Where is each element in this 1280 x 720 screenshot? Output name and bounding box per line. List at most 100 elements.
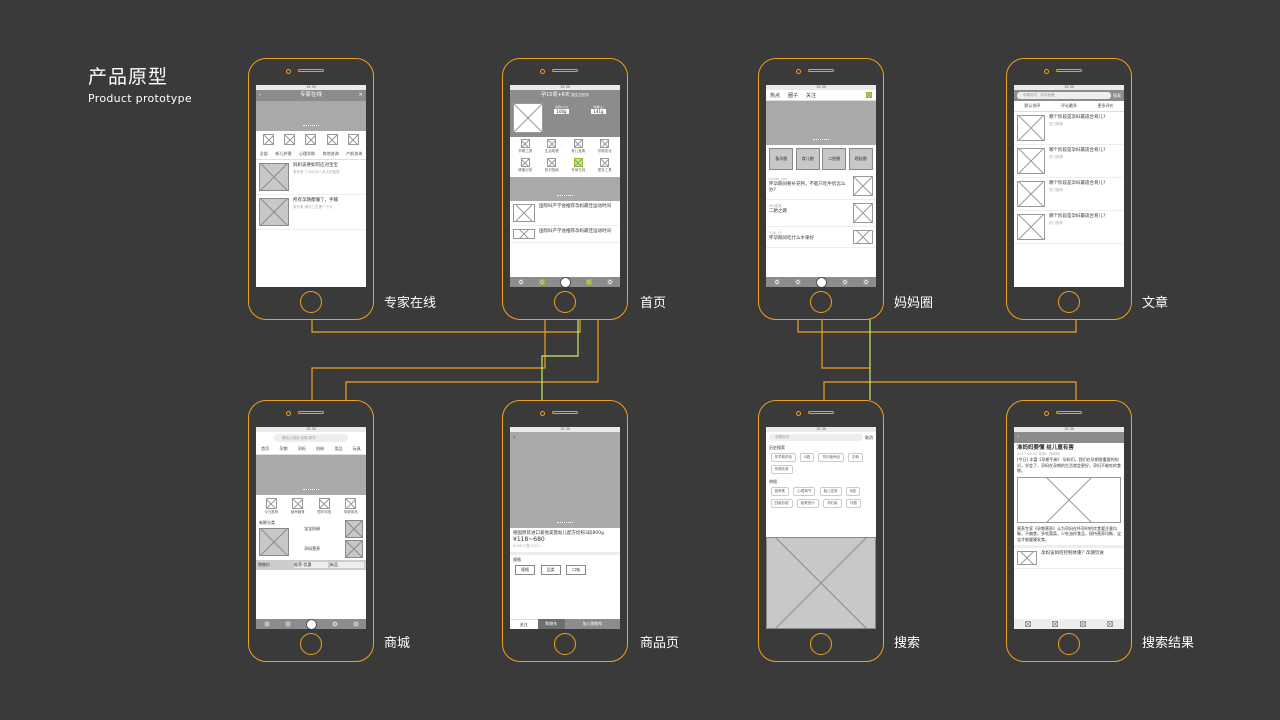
tab-profile-icon[interactable] [862, 279, 869, 285]
category-icon-1[interactable] [260, 134, 278, 146]
search-input[interactable]: 孕期知识、妈妈秘籍 [1017, 92, 1111, 99]
category-icon-3[interactable] [302, 134, 320, 146]
tab-home-icon[interactable] [517, 279, 524, 285]
filter-price[interactable]: 销售价 [258, 562, 270, 567]
follow-button[interactable]: 关注 [510, 619, 538, 629]
close-icon[interactable]: × [358, 92, 363, 98]
goods-card[interactable]: 新鲜分类 [259, 520, 301, 558]
tab-profile-icon[interactable] [606, 279, 613, 285]
back-icon[interactable]: ‹ [513, 434, 516, 441]
news-item[interactable]: 国际妇产学会推荐孕妈最佳运动时间 [510, 201, 620, 226]
filter-recommend[interactable]: 推荐-优惠 [294, 562, 328, 568]
tab-mall-icon[interactable] [841, 279, 848, 285]
tool-icon[interactable]: 生活助理 [543, 139, 561, 154]
tab-rating[interactable]: 更多评价 [1097, 103, 1114, 108]
tool-icon[interactable]: 健康记录 [516, 158, 534, 173]
tab-psychology[interactable]: 心理学助 [298, 151, 315, 156]
related-item[interactable]: 孕妈该如何控制体重？孕期饮食 [1014, 545, 1124, 569]
history-chip[interactable]: 孕妇营养品 [818, 452, 844, 462]
spec-option[interactable]: 规格 [515, 565, 535, 575]
hot-chip[interactable]: 营养素 [770, 486, 789, 496]
hot-chip[interactable]: 孕妇装 [823, 498, 842, 508]
tab-newborn[interactable]: 新儿护理 [275, 151, 292, 156]
tab-all[interactable]: 全部 [259, 151, 268, 156]
tab-profile-icon[interactable] [352, 621, 359, 627]
add-to-cart-button[interactable]: 加入购物车 [565, 619, 620, 629]
add-icon[interactable] [305, 618, 317, 629]
article-item[interactable]: 哪个阶段是孕妇最适合育儿?热门推荐 [1014, 145, 1124, 178]
article-item[interactable]: 哪个阶段是孕妇最适合育儿?热门推荐 [1014, 112, 1124, 145]
goods-card[interactable]: 孕妈营养 [304, 540, 363, 558]
mall-icon[interactable]: 限时特惠 [315, 498, 333, 515]
add-icon[interactable] [559, 276, 571, 287]
collect-icon[interactable] [1079, 621, 1086, 627]
category-icon-5[interactable] [344, 134, 362, 146]
post-item[interactable]: YUK_FL 怀孕期间吃什么水果好 [766, 227, 876, 248]
list-item[interactable]: 妈妈该要如何应对宝宝 某专家 广州五月八月大学医院 [256, 160, 366, 195]
tab-pregnancy[interactable]: 孕期 [279, 446, 288, 451]
mall-icon[interactable]: 营养膳食 [289, 498, 307, 515]
group-card[interactable]: 备孕圈 [769, 148, 794, 170]
tab-other[interactable]: 其他咨询 [322, 151, 339, 156]
promo-banner[interactable] [510, 177, 620, 201]
mall-icon[interactable]: 母婴用品 [342, 498, 360, 515]
tool-icon[interactable]: 更多工具 [596, 158, 614, 173]
tool-icon-expert[interactable]: 专家在线 [569, 158, 587, 173]
spec-option[interactable]: 口味 [566, 565, 587, 575]
tool-icon[interactable]: 孕期变化 [596, 139, 614, 154]
mall-icon[interactable]: 今日推荐 [262, 498, 280, 515]
like-icon[interactable] [1024, 621, 1031, 627]
search-input[interactable]: 婴幼儿用品 奶粉/尿布 [274, 434, 348, 442]
tab-toys[interactable]: 玩具 [352, 446, 361, 451]
tab-mall-icon[interactable] [585, 279, 592, 285]
tab-circle-icon[interactable] [284, 621, 291, 627]
group-card[interactable]: 育儿圈 [795, 148, 820, 170]
banner[interactable] [256, 455, 366, 495]
hot-chip[interactable]: B超 [845, 486, 860, 496]
post-item[interactable]: Sarah_you 怀孕期间要补充钙，不能只吃牛奶怎么办？ [766, 173, 876, 200]
article-item[interactable]: 哪个阶段是孕妇最适合育儿?热门推荐 [1014, 211, 1124, 244]
history-chip[interactable]: 孕期饮食 [770, 464, 793, 474]
tab-circle-icon[interactable] [794, 279, 801, 285]
news-item[interactable]: 国际妇产学会推荐孕妈最佳运动时间 [510, 226, 620, 243]
spec-option[interactable]: 品类 [540, 565, 561, 575]
history-chip[interactable]: 孕早期孕检 [770, 452, 796, 462]
tab-circle[interactable]: 圈子 [788, 92, 799, 99]
tool-icon[interactable]: 知识指南 [543, 158, 561, 173]
article-item[interactable]: 哪个阶段是孕妇最适合育儿?热门推荐 [1014, 178, 1124, 211]
hot-chip[interactable]: 四维彩超 [770, 498, 793, 508]
tab-home-icon[interactable] [263, 621, 270, 627]
search-icon[interactable] [866, 92, 872, 98]
tab-mall-icon[interactable] [331, 621, 338, 627]
cancel-button[interactable]: 取消 [865, 434, 873, 440]
share-icon[interactable] [1107, 621, 1114, 627]
tab-circle-icon[interactable] [538, 279, 545, 285]
hot-chip[interactable]: 心理调节 [793, 486, 816, 496]
tool-icon[interactable]: 孕期工具 [516, 139, 534, 154]
hot-chip[interactable]: 叶酸 [845, 498, 861, 508]
back-icon[interactable]: ‹ [259, 92, 262, 98]
comment-icon[interactable] [1052, 621, 1059, 627]
tab-comments[interactable]: 评论最多 [1060, 103, 1077, 108]
banner[interactable] [256, 101, 366, 131]
tab-default[interactable]: 默认排序 [1024, 103, 1041, 108]
back-icon[interactable]: ‹ [1017, 434, 1020, 440]
tab-hot[interactable]: 热点 [770, 92, 781, 99]
tab-mom[interactable]: 孕妈 [297, 446, 306, 451]
tab-supplies[interactable]: 用品 [334, 446, 343, 451]
goods-card[interactable]: 宝宝奶粉 [304, 520, 363, 538]
filter-new[interactable]: 新品 [330, 562, 364, 568]
category-icon-4[interactable] [323, 134, 341, 146]
post-item[interactable]: MD莫某 二胎之路 [766, 200, 876, 227]
tab-prenatal[interactable]: 产前咨询 [346, 151, 363, 156]
list-item[interactable]: 所有孕期都懂了，手输 某专家 哪次三生第一个月 [256, 195, 366, 230]
hot-chip[interactable]: 胎儿发育 [819, 486, 842, 496]
tab-home-icon[interactable] [773, 279, 780, 285]
search-input[interactable]: 孕期知识 [769, 434, 863, 441]
history-chip[interactable]: B超 [800, 452, 815, 462]
group-card[interactable]: 二胎圈 [822, 148, 847, 170]
tab-home[interactable]: 首页 [261, 446, 270, 451]
banner[interactable] [766, 101, 876, 145]
history-chip[interactable]: 奶粉 [848, 452, 864, 462]
product-gallery[interactable]: ‹ [510, 432, 620, 528]
